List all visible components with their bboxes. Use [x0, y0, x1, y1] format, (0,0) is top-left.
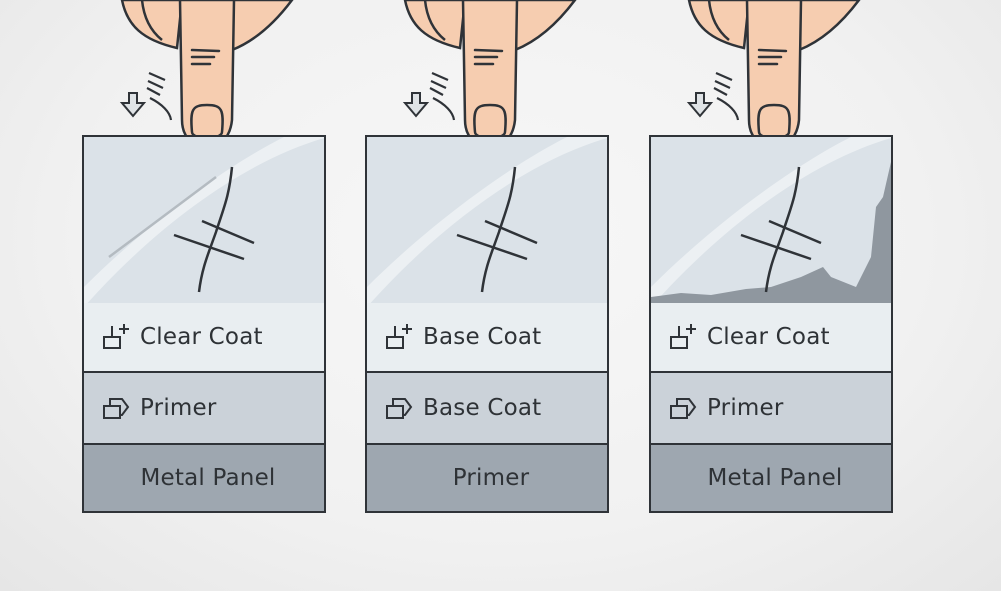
primer-shape-icon: [670, 398, 697, 419]
panel-2: Base Coat Base Coat Primer: [365, 0, 625, 591]
scratch-surface: [84, 137, 324, 305]
layer-middle: Primer: [651, 373, 891, 445]
scratch-surface: [651, 137, 891, 305]
layer-top: Clear Coat: [651, 303, 891, 373]
layer-top: Base Coat: [367, 303, 607, 373]
coat-add-icon: [103, 324, 129, 349]
coat-add-icon: [386, 324, 412, 349]
layer-label: Clear Coat: [140, 324, 263, 350]
cross-hatch-scratch-icon: [651, 137, 891, 303]
finger-press-icon: [402, 0, 577, 150]
paint-layer-stack: Base Coat Base Coat Primer: [365, 135, 609, 513]
layer-bottom: Metal Panel: [84, 445, 324, 511]
layer-middle: Primer: [84, 373, 324, 445]
finger-press-icon: [686, 0, 861, 150]
layer-label: Metal Panel: [140, 465, 276, 491]
layer-middle: Base Coat: [367, 373, 607, 445]
coat-add-icon: [670, 324, 696, 349]
layer-bottom: Metal Panel: [651, 445, 891, 511]
layer-bottom: Primer: [367, 445, 607, 511]
panel-1: Clear Coat Primer Metal Panel: [82, 0, 342, 591]
cross-hatch-scratch-icon: [84, 137, 324, 303]
primer-shape-icon: [386, 398, 413, 419]
panel-3: Clear Coat Primer Metal Panel: [649, 0, 909, 591]
layer-label: Metal Panel: [707, 465, 843, 491]
layer-label: Primer: [707, 395, 784, 421]
layer-label: Base Coat: [423, 324, 542, 350]
layer-label: Clear Coat: [707, 324, 830, 350]
cross-hatch-scratch-icon: [367, 137, 607, 303]
layer-label: Base Coat: [423, 395, 542, 421]
layer-top: Clear Coat: [84, 303, 324, 373]
layer-label: Primer: [140, 395, 217, 421]
primer-shape-icon: [103, 398, 130, 419]
scratch-surface: [367, 137, 607, 305]
paint-layer-stack: Clear Coat Primer Metal Panel: [649, 135, 893, 513]
finger-press-icon: [119, 0, 294, 150]
layer-label: Primer: [452, 465, 530, 491]
paint-layer-stack: Clear Coat Primer Metal Panel: [82, 135, 326, 513]
